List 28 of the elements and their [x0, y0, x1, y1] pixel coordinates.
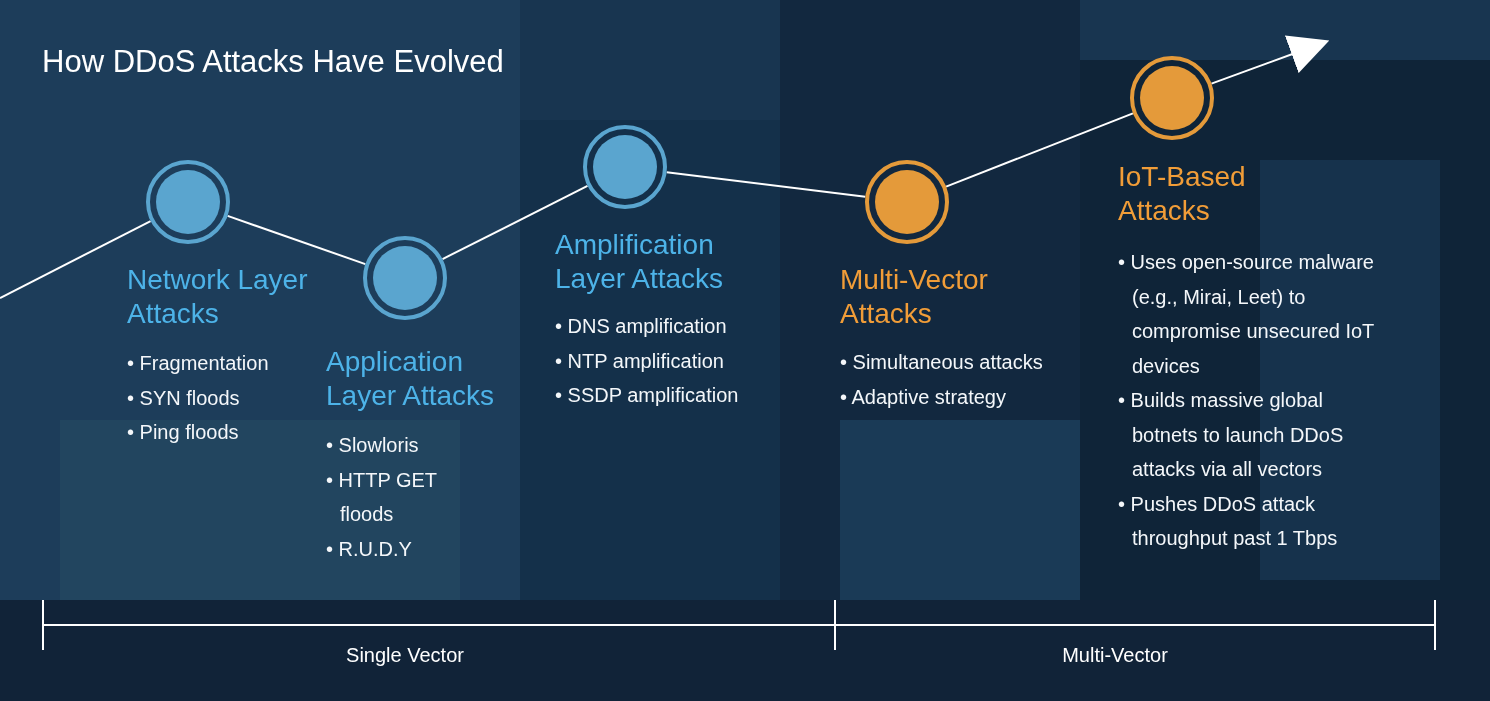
connector-line [665, 171, 867, 198]
span-label: Single Vector [346, 644, 464, 667]
stage-heading: Multi-Vector Attacks [840, 263, 989, 331]
span-label: Multi-Vector [1062, 644, 1168, 667]
bullet-item: • NTP amplification [555, 348, 725, 374]
connector-line [945, 112, 1134, 188]
bullet-item: • Adaptive strategy [840, 384, 1007, 410]
connector-line [441, 184, 589, 261]
connector-line [0, 220, 152, 299]
stage-heading: IoT-Based Attacks [1118, 160, 1247, 228]
bullet-item: • Slowloris [326, 433, 420, 458]
bullet-item: • SSDP amplification [555, 383, 740, 408]
bullet-item: • Fragmentation [127, 351, 270, 376]
bullet-item: • DNS amplification [555, 314, 728, 339]
connector-line [226, 214, 367, 266]
bullet-item: • R.U.D.Y [326, 536, 413, 562]
bullet-item: • HTTP GET floods [326, 467, 438, 527]
arrow [1210, 35, 1330, 85]
bullet-item: • SYN floods [127, 385, 241, 411]
bullet-item: • Builds massive global botnets to launch DDoS attacks via all vectors [1118, 388, 1345, 482]
stage-heading: Amplification Layer Attacks [555, 228, 725, 296]
bullet-item: • Simultaneous attacks [840, 350, 1044, 375]
title: How DDoS Attacks Have Evolved [42, 44, 504, 80]
bullet-item: • Ping floods [127, 420, 240, 445]
bullet-item: • Pushes DDoS attack throughput past 1 Tbps [1118, 491, 1339, 551]
stage-heading: Application Layer Attacks [326, 345, 496, 413]
stage-heading: Network Layer Attacks [127, 263, 309, 331]
bullet-item: • Uses open-source malware (e.g., Mirai, Leet) to compromise unsecured IoT devices [1118, 250, 1375, 379]
